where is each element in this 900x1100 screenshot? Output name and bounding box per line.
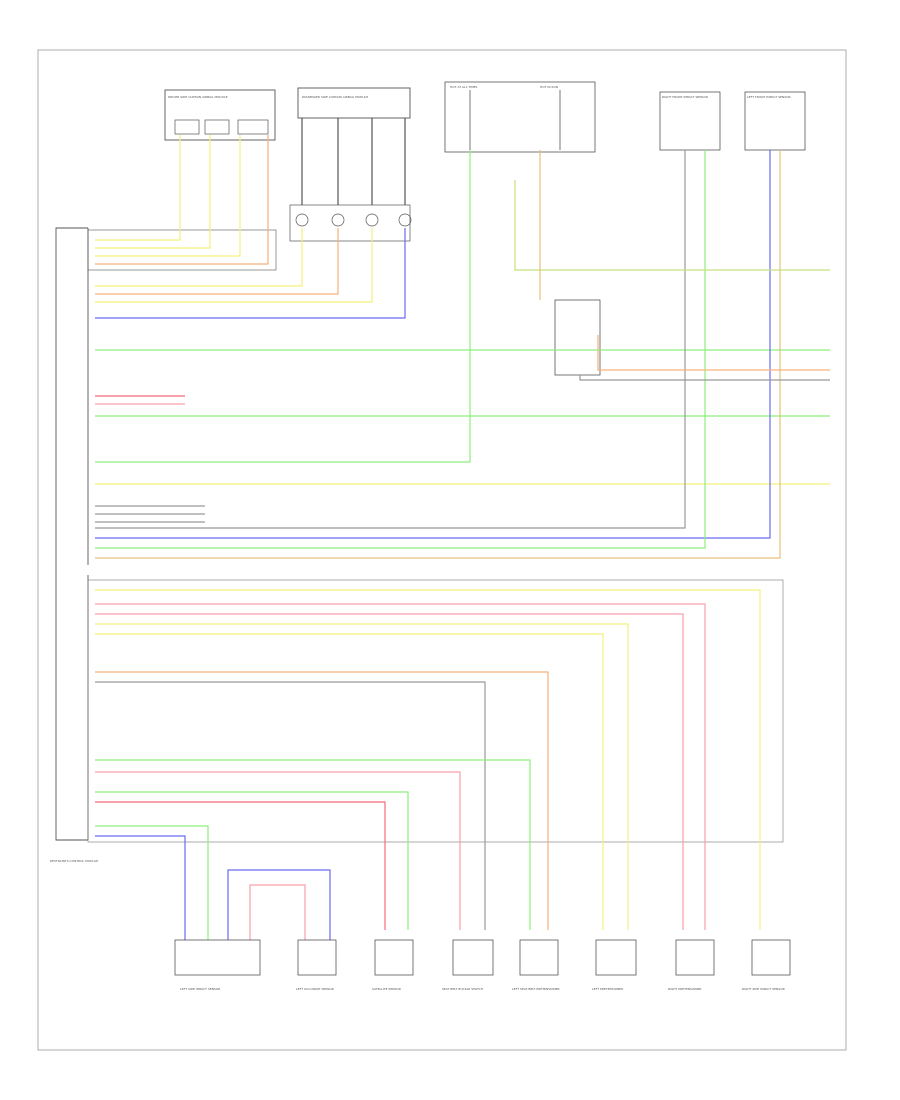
- seat-belt-buckle-switch-box: [452, 939, 494, 976]
- wires-middle: [95, 150, 830, 559]
- passenger-side-curtain-airbag: PASSENGER SIDE CURTAIN AIRBAG MODULE: [289, 87, 412, 242]
- satellite-sensor-label: SATELLITE SENSOR: [372, 987, 401, 991]
- right-pretensioner-label: RIGHT PRETENSIONER: [668, 987, 701, 991]
- bottom-components: LEFT SIDE IMPACT SENSOR LEFT OCCUPANT SE…: [174, 939, 791, 991]
- fuse-2-label: HOT IN RUN: [540, 85, 558, 89]
- fuse-1-label: HOT AT ALL TIMES: [450, 85, 478, 89]
- right-side-impact-sensor-box: [751, 939, 791, 976]
- driver-side-curtain-airbag: DRIVER SIDE CURTAIN AIRBAG MODULE: [164, 89, 276, 141]
- relay-junction: [554, 299, 601, 376]
- left-pretensioner-label: LEFT PRETENSIONER: [592, 987, 623, 991]
- left-occupant-sensor-label: LEFT OCCUPANT SENSOR: [296, 987, 334, 991]
- passenger-side-curtain-airbag-label: PASSENGER SIDE CURTAIN AIRBAG MODULE: [302, 95, 368, 99]
- main-module-label: RESTRAINTS CONTROL MODULE: [50, 859, 98, 863]
- fuse-block: HOT AT ALL TIMES HOT IN RUN: [444, 81, 596, 153]
- satellite-sensor-box: [374, 939, 414, 976]
- left-seat-belt-pretensioner-label: LEFT SEAT BELT PRETENSIONER: [512, 987, 560, 991]
- restraints-control-module: RESTRAINTS CONTROL MODULE: [50, 227, 98, 863]
- connector-group-lower: [87, 579, 784, 843]
- driver-side-curtain-airbag-label: DRIVER SIDE CURTAIN AIRBAG MODULE: [168, 95, 228, 99]
- left-side-impact-sensor-box: [174, 939, 261, 976]
- connector-group-upper: [87, 229, 277, 271]
- diagram-frame: [37, 49, 847, 1051]
- wires-lower: [95, 589, 761, 940]
- right-front-impact-sensor-label: RIGHT FRONT IMPACT SENSOR: [662, 95, 708, 99]
- left-side-impact-sensor-label: LEFT SIDE IMPACT SENSOR: [180, 987, 220, 991]
- wires-upper: [95, 118, 406, 319]
- left-front-impact-sensor: LEFT FRONT IMPACT SENSOR: [744, 91, 806, 151]
- right-front-impact-sensor: RIGHT FRONT IMPACT SENSOR: [659, 91, 721, 151]
- right-side-impact-sensor-label: RIGHT SIDE IMPACT SENSOR: [742, 987, 785, 991]
- left-front-impact-sensor-label: LEFT FRONT IMPACT SENSOR: [747, 95, 791, 99]
- left-seat-belt-pretensioner-box: [519, 939, 559, 976]
- right-pretensioner-box: [675, 939, 715, 976]
- left-pretensioner-box: [595, 939, 637, 976]
- seat-belt-buckle-switch-label: SEAT BELT BUCKLE SWITCH: [442, 987, 483, 991]
- left-occupant-sensor-box: [297, 939, 337, 976]
